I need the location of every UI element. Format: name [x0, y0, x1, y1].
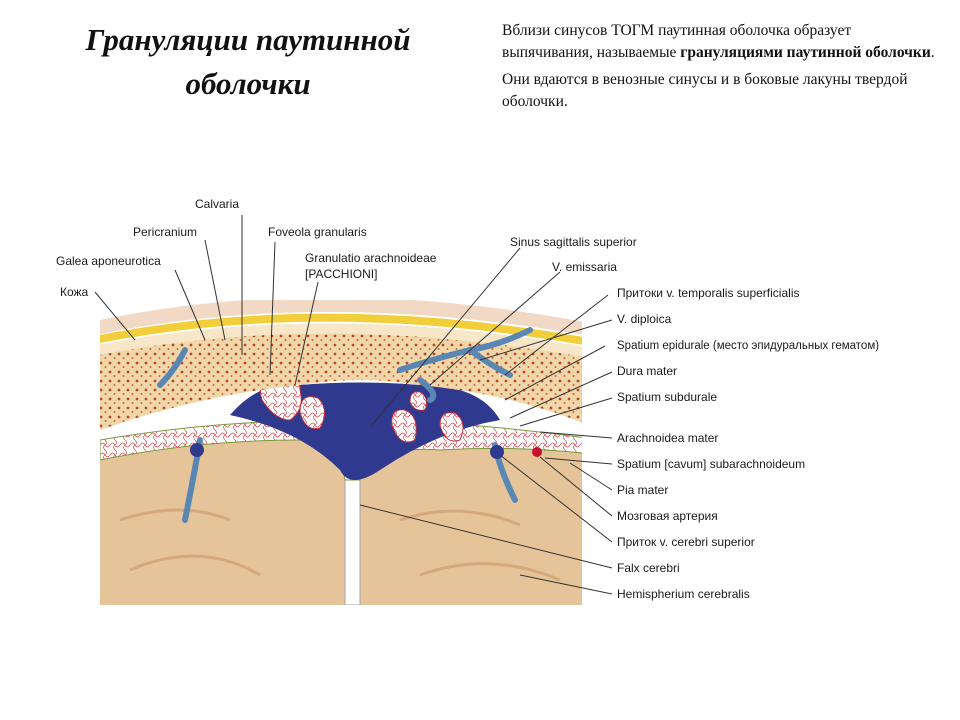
slide-title: Грануляции паутинной оболочки: [28, 18, 468, 106]
para1-end: .: [930, 44, 935, 61]
para1-bold-term: грануляциями паутинной оболочки: [680, 44, 931, 61]
label-mozgovaya-arteriya: Мозговая артерия: [617, 509, 718, 523]
label-sinus-sagittalis: Sinus sagittalis superior: [510, 235, 637, 249]
label-granulatio-arachnoideae: Granulatio arachnoideae: [305, 251, 437, 265]
anatomy-illustration: [100, 300, 582, 605]
label-kozha: Кожа: [60, 285, 89, 299]
granulations: [260, 371, 464, 443]
leader-lines: [94, 215, 613, 595]
outer-table: [100, 323, 582, 357]
label-spatium-subarachnoideum: Spatium [cavum] subarachnoideum: [617, 457, 805, 471]
label-pritoki-temporalis: Притоки v. temporalis superficialis: [617, 286, 799, 300]
label-pia-mater: Pia mater: [617, 483, 668, 497]
cerebral-artery: [532, 447, 542, 457]
slide-title-line1: Грануляции паутинной: [85, 22, 411, 57]
label-dura-mater: Dura mater: [617, 364, 677, 378]
label-falx-cerebri: Falx cerebri: [617, 561, 680, 575]
vein-cross-section-left: [190, 443, 204, 457]
falx-cerebri: [344, 467, 361, 605]
label-hemispherium: Hemispherium cerebralis: [617, 587, 750, 601]
slide-title-line2: оболочки: [185, 66, 311, 101]
galea-yellow: [100, 313, 582, 345]
label-v-diploica: V. diploica: [617, 312, 672, 326]
hemisphere-right: [360, 447, 582, 605]
label-spatium-subdurale: Spatium subdurale: [617, 390, 717, 404]
description: Вблизи синусов ТОГМ паутинная оболочка о…: [502, 20, 942, 118]
para1-text: Вблизи синусов ТОГМ паутинная оболочка о…: [502, 22, 852, 61]
description-paragraph-1: Вблизи синусов ТОГМ паутинная оболочка о…: [502, 20, 942, 64]
skin: [100, 300, 582, 335]
hemisphere: [100, 440, 345, 605]
label-foveola-granularis: Foveola granularis: [268, 225, 367, 239]
label-pericranium: Pericranium: [133, 225, 197, 239]
label-arachnoidea-mater: Arachnoidea mater: [617, 431, 718, 445]
label-v-emissaria: V. emissaria: [552, 260, 617, 274]
label-pacchioni: [PACCHIONI]: [305, 267, 377, 281]
description-paragraph-2: Они вдаются в венозные синусы и в боковы…: [502, 71, 908, 110]
label-pritok-cerebri: Приток v. cerebri superior: [617, 535, 755, 549]
label-calvaria: Calvaria: [195, 197, 239, 211]
label-galea-aponeurotica: Galea aponeurotica: [56, 254, 161, 268]
label-spatium-epidurale: Spatium epidurale (место эпидуральных ге…: [617, 340, 879, 352]
gyri-lines: [119, 508, 561, 582]
